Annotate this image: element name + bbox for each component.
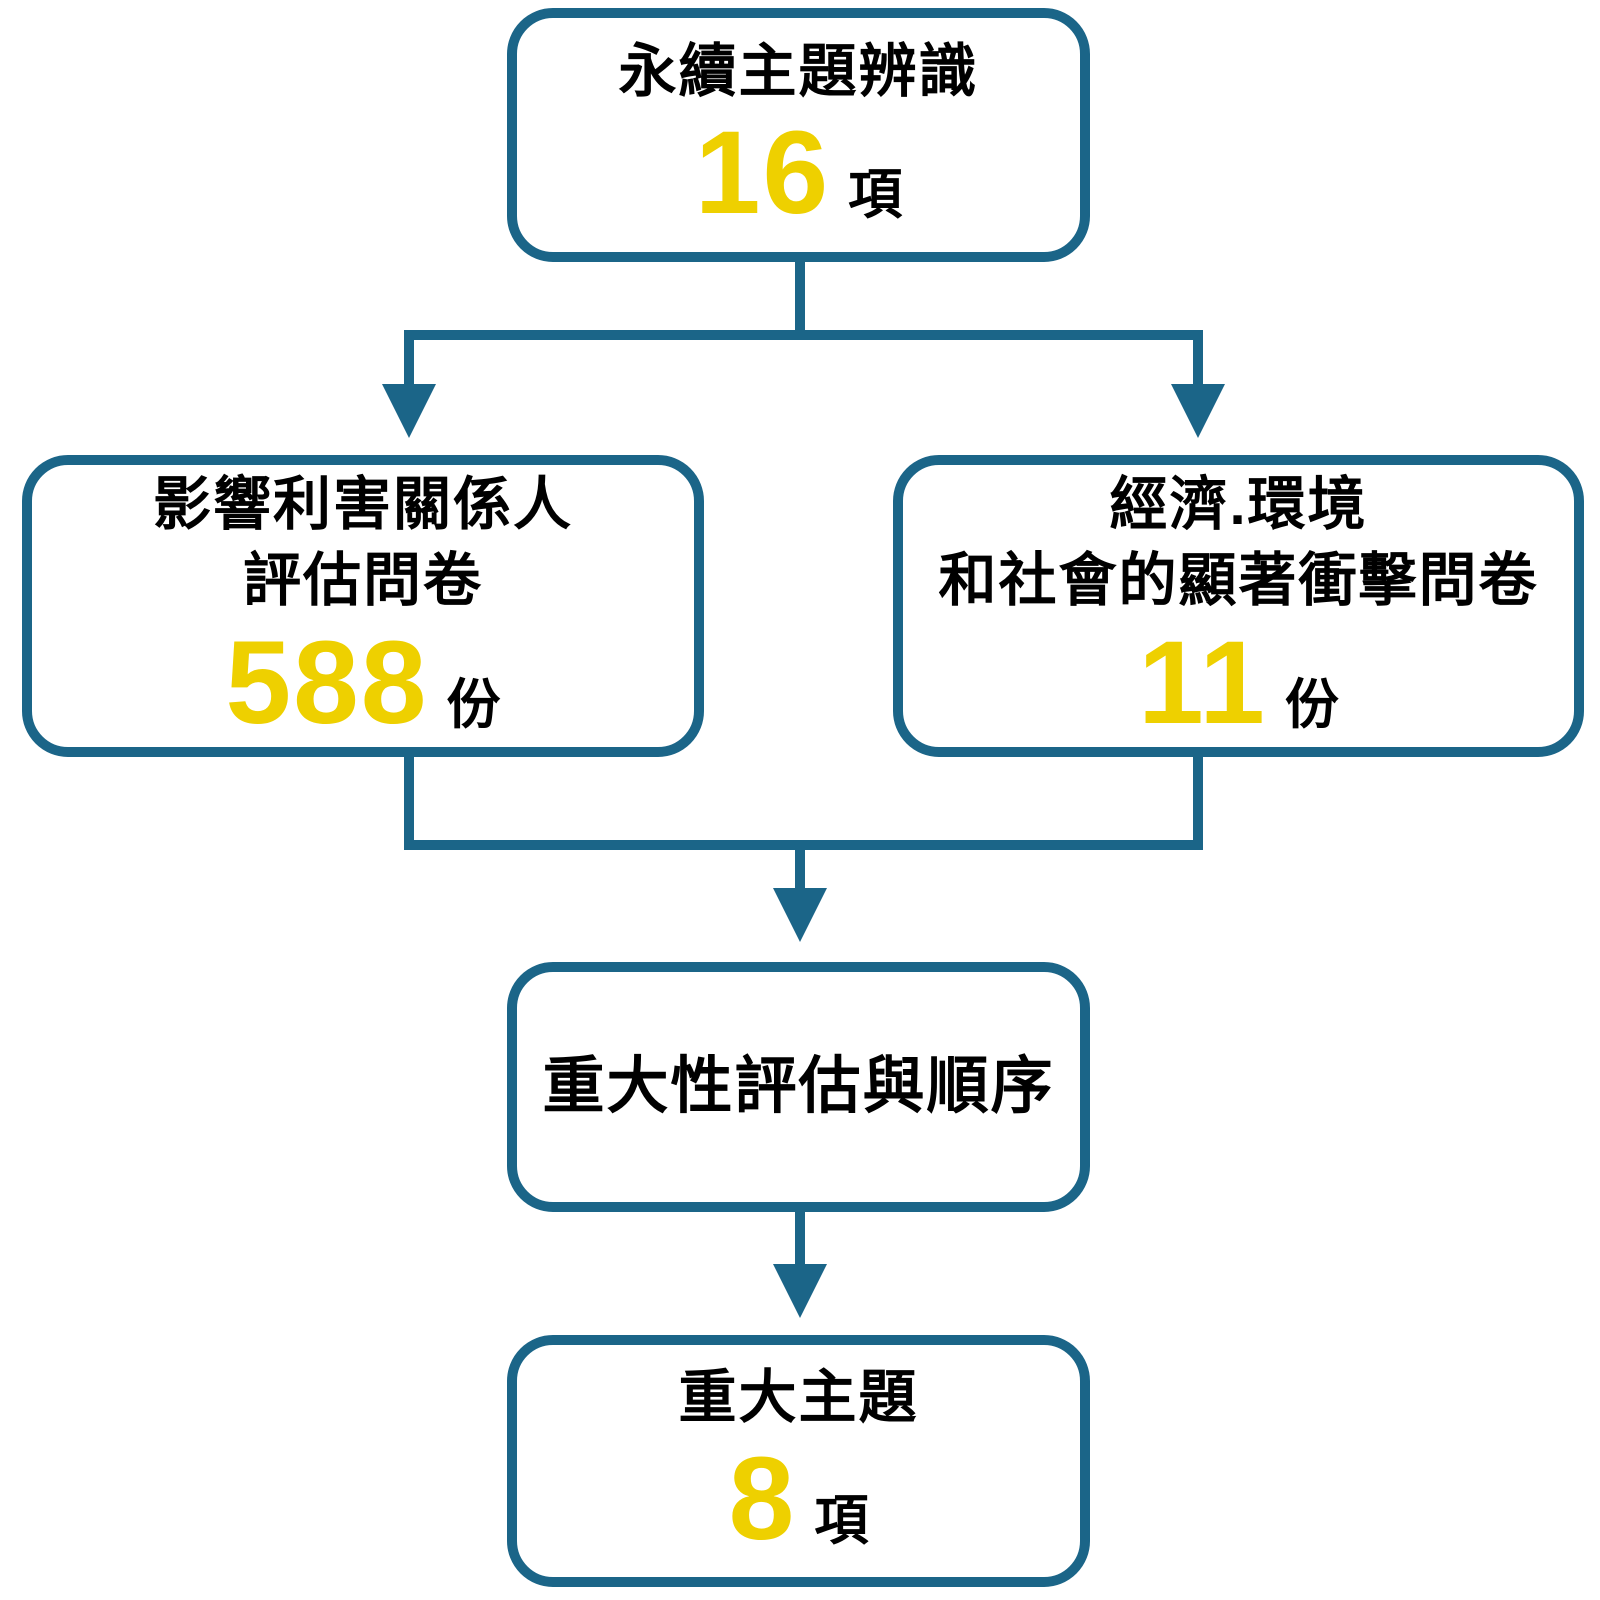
connector-left-drop <box>404 330 414 390</box>
value-row: 11 份 <box>1138 616 1339 749</box>
connector-bottom-stem <box>795 1208 805 1266</box>
connector-left-merge <box>404 753 414 850</box>
node-title-line: 影響利害關係人 <box>152 471 573 537</box>
node-title: 重大性評估與順序 <box>542 1052 1055 1122</box>
node-title: 永續主題辨識 <box>618 38 979 104</box>
node-value: 16 <box>694 107 831 240</box>
node-value: 588 <box>225 616 429 749</box>
node-title-line: 和社會的顯著衝擊問卷 <box>938 548 1539 614</box>
node-impact-questionnaire: 經濟.環境 和社會的顯著衝擊問卷 11 份 <box>893 455 1584 757</box>
node-unit: 份 <box>446 674 501 735</box>
node-value: 8 <box>728 1433 797 1566</box>
node-stakeholder-questionnaire: 影響利害關係人 評估問卷 588 份 <box>22 455 704 757</box>
connector-top-stem <box>795 256 805 338</box>
node-unit: 項 <box>848 165 903 226</box>
node-value: 11 <box>1138 616 1267 749</box>
arrow-down-icon <box>773 888 827 942</box>
node-sustainability-topics: 永續主題辨識 16 項 <box>507 8 1090 262</box>
node-title: 重大主題 <box>678 1364 919 1430</box>
arrow-down-icon <box>1171 384 1225 438</box>
arrow-down-icon <box>773 1264 827 1318</box>
node-title-line: 經濟.環境 <box>1109 471 1368 537</box>
node-title-line: 評估問卷 <box>242 548 483 614</box>
connector-branch-horizontal <box>404 330 1203 340</box>
node-unit: 份 <box>1284 674 1339 735</box>
connector-right-merge <box>1193 753 1203 850</box>
connector-merge-drop <box>795 840 805 892</box>
node-materiality-assessment: 重大性評估與順序 <box>507 962 1090 1212</box>
connector-right-drop <box>1193 330 1203 390</box>
node-material-topics: 重大主題 8 項 <box>507 1335 1090 1587</box>
node-unit: 項 <box>814 1491 869 1552</box>
value-row: 8 項 <box>728 1433 869 1566</box>
arrow-down-icon <box>382 384 436 438</box>
value-row: 588 份 <box>225 616 501 749</box>
value-row: 16 項 <box>694 107 903 240</box>
